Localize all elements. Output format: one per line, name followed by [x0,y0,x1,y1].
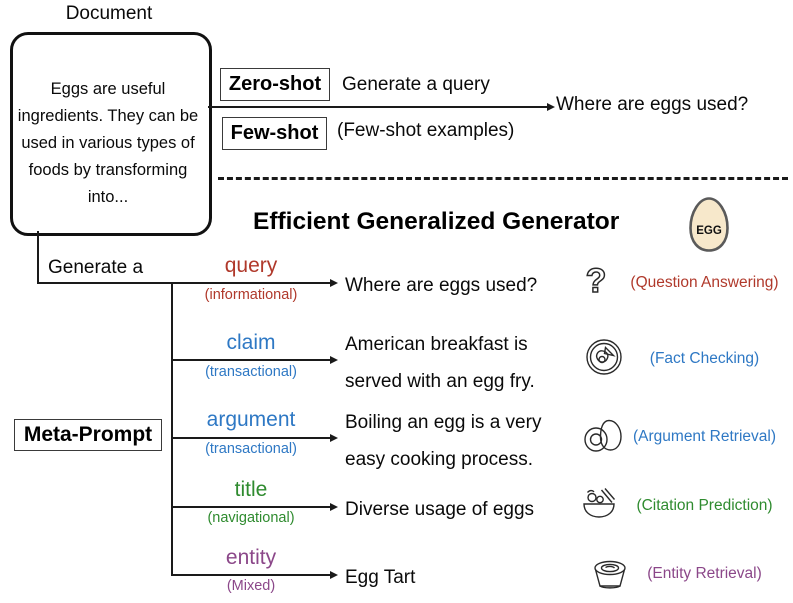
branch-sub-title: (navigational) [207,510,295,526]
branch-line-query [37,282,331,284]
few-shot-box: Few-shot [222,117,327,150]
meta-prompt-box: Meta-Prompt [14,419,162,451]
fried-egg-plate-icon [584,337,624,382]
example-claim: American breakfast is served with an egg… [345,326,535,400]
boiled-eggs-icon [583,417,623,460]
egg-shape [689,197,729,252]
svg-text:?: ? [586,262,607,300]
branch-label-title: title [234,478,268,501]
branch-sub-entity: (Mixed) [226,578,276,594]
tree-trunk-line [171,282,173,576]
doc-to-output-arrowhead [547,102,555,111]
branch-line-title [172,506,331,508]
branch-line-entity [172,574,331,576]
few-shot-note: (Few-shot examples) [337,120,515,141]
generate-query-text: Generate a query [342,74,490,95]
document-label: Document [65,3,153,24]
branch-arrow-entity [330,570,338,579]
example-query: Where are eggs used? [345,275,538,296]
task-label-citation-prediction: (Citation Prediction) [636,497,773,514]
branch-arrow-query [330,278,338,287]
task-label-question-answering: (Question Answering) [630,274,779,291]
branch-label-claim: claim [226,331,276,354]
egg-tart-icon [591,558,629,597]
example-title: Diverse usage of eggs [345,499,535,520]
branch-arrow-argument [330,433,338,442]
doc-to-tree-vline [37,231,39,282]
branch-line-claim [172,359,331,361]
branch-line-argument [172,437,331,439]
egg-badge-icon: EGG [688,196,730,258]
task-label-argument-retrieval: (Argument Retrieval) [633,428,776,445]
branch-sub-query: (informational) [204,287,298,303]
egg-badge-text: EGG [696,225,722,237]
branch-sub-claim: (transactional) [205,364,297,380]
example-argument-line2: easy cooking process. [345,449,533,470]
branch-label-query: query [224,254,278,277]
branch-label-argument: argument [206,408,296,431]
example-claim-line2: served with an egg fry. [345,371,535,392]
document-box [10,32,212,236]
example-entity: Egg Tart [345,567,416,588]
example-argument: Boiling an egg is a very easy cooking pr… [345,404,541,478]
generator-title: Efficient Generalized Generator [253,208,620,235]
branch-label-entity: entity [225,546,277,569]
example-argument-line1: Boiling an egg is a very [345,412,542,433]
generate-a-label: Generate a [48,257,144,278]
document-body-text: Eggs are useful ingredients. They can be… [17,80,199,206]
baseline-output-text: Where are eggs used? [556,94,749,115]
salad-bowl-icon [580,484,618,527]
dashed-divider [218,177,788,180]
branch-sub-argument: (transactional) [205,441,297,457]
branch-arrow-claim [330,355,338,364]
task-label-fact-checking: (Fact Checking) [649,350,760,367]
zero-shot-box: Zero-shot [220,68,330,101]
example-claim-line1: American breakfast is [345,334,528,355]
question-mark-icon: ? [583,261,609,306]
task-label-entity-retrieval: (Entity Retrieval) [647,565,762,582]
doc-to-output-line [208,106,548,108]
branch-arrow-title [330,502,338,511]
